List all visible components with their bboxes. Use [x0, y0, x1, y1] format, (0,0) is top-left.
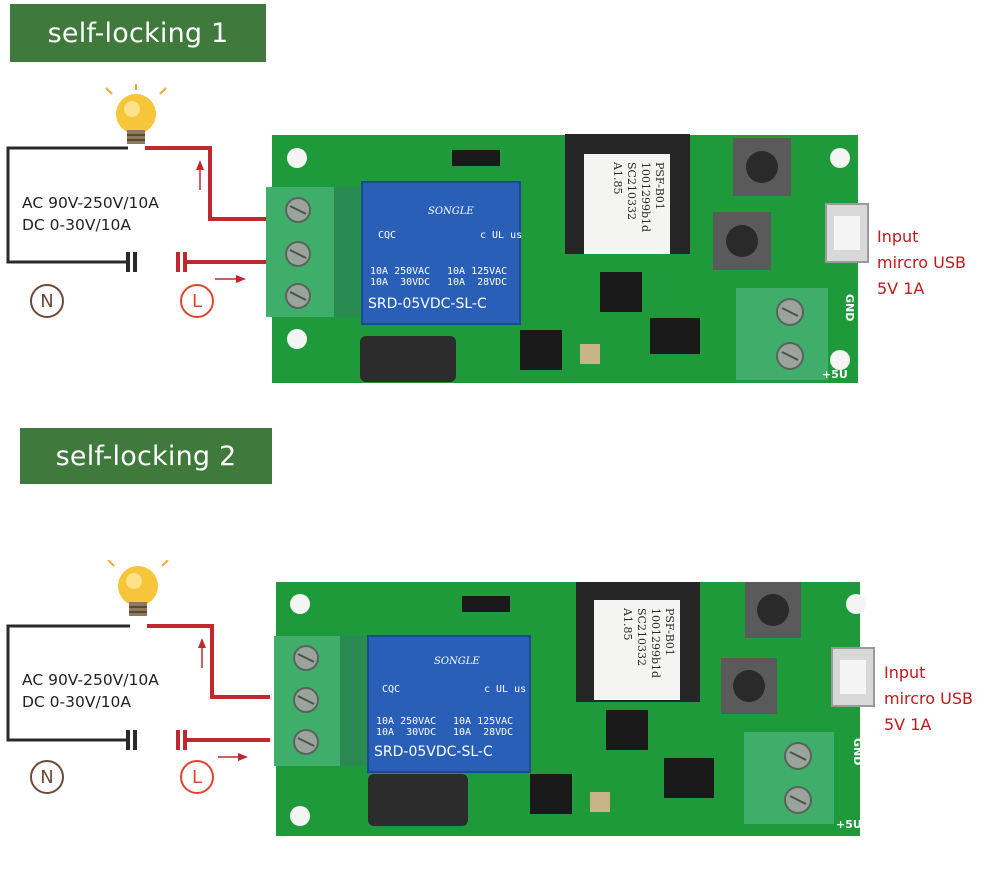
load-spec: AC 90V-250V/10A DC 0-30V/10A — [22, 669, 159, 713]
spec-dc: DC 0-30V/10A — [22, 693, 132, 711]
usb-input-note: Input mircro USB 5V 1A — [884, 660, 973, 738]
relay-pcb — [274, 582, 875, 836]
live-symbol: L — [180, 760, 214, 794]
module-line1: PSF-B01 — [663, 608, 676, 656]
relay-cert: CQC — [382, 684, 401, 695]
module-line4: A1.85 — [611, 162, 624, 195]
banner-label: self-locking 1 — [47, 17, 229, 49]
live-letter: L — [191, 766, 203, 788]
relay-model: SRD-05VDC-SL-C — [374, 744, 493, 760]
relay-cert: CQC — [378, 230, 397, 241]
spec-ac: AC 90V-250V/10A — [22, 671, 159, 689]
module-line2: 1001299b1d — [649, 608, 662, 679]
neutral-symbol: N — [30, 284, 64, 318]
wiring-diagram-2: AC 90V-250V/10A DC 0-30V/10A N L SONGLE … — [0, 560, 993, 870]
gnd-silk: GND — [851, 738, 864, 766]
gnd-silk: GND — [843, 294, 856, 322]
relay-brand: SONGLE — [428, 206, 474, 217]
light-bulb-icon — [107, 560, 169, 616]
section-banner-2: self-locking 2 — [20, 428, 272, 484]
module-line4: A1.85 — [621, 608, 634, 641]
module-line1: PSF-B01 — [653, 162, 666, 210]
plus5v-silk: +5U — [822, 368, 848, 381]
neutral-symbol: N — [30, 760, 64, 794]
wiring-diagram-1: AC 90V-250V/10A DC 0-30V/10A N L SONGLE … — [0, 82, 993, 392]
spec-ac: AC 90V-250V/10A — [22, 194, 159, 212]
relay-brand: SONGLE — [434, 656, 480, 667]
note-line1: Input — [884, 663, 926, 682]
note-line3: 5V 1A — [884, 715, 932, 734]
light-bulb-icon — [105, 84, 167, 144]
relay-rating-left: 10A 250VAC 10A 30VDC — [370, 266, 431, 288]
banner-label: self-locking 2 — [55, 440, 237, 472]
module-line2: 1001299b1d — [639, 162, 652, 233]
relay-rating-right: 10A 125VAC 10A 28VDC — [453, 716, 514, 738]
diagram-svg — [6, 560, 875, 836]
neutral-letter: N — [40, 290, 54, 312]
live-symbol: L — [180, 284, 214, 318]
neutral-wire — [6, 624, 137, 750]
live-wire — [145, 146, 268, 283]
load-spec: AC 90V-250V/10A DC 0-30V/10A — [22, 192, 159, 236]
spec-dc: DC 0-30V/10A — [22, 216, 132, 234]
relay-ul: c UL us — [484, 684, 527, 695]
live-wire — [147, 624, 270, 761]
plus5v-silk: +5U — [836, 818, 862, 831]
note-line1: Input — [877, 227, 919, 246]
module-line3: SC210332 — [625, 162, 638, 220]
module-line3: SC210332 — [635, 608, 648, 666]
note-line2: mircro USB — [884, 689, 973, 708]
usb-input-note: Input mircro USB 5V 1A — [877, 224, 966, 302]
relay-rating-right: 10A 125VAC 10A 28VDC — [447, 266, 508, 288]
relay-pcb — [266, 134, 869, 383]
section-banner-1: self-locking 1 — [10, 4, 266, 62]
neutral-wire — [6, 146, 137, 272]
relay-rating-left: 10A 250VAC 10A 30VDC — [376, 716, 437, 738]
diagram-svg — [6, 84, 869, 383]
live-letter: L — [191, 290, 203, 312]
relay-model: SRD-05VDC-SL-C — [368, 296, 487, 312]
relay-ul: c UL us — [480, 230, 523, 241]
note-line3: 5V 1A — [877, 279, 925, 298]
neutral-letter: N — [40, 766, 54, 788]
note-line2: mircro USB — [877, 253, 966, 272]
